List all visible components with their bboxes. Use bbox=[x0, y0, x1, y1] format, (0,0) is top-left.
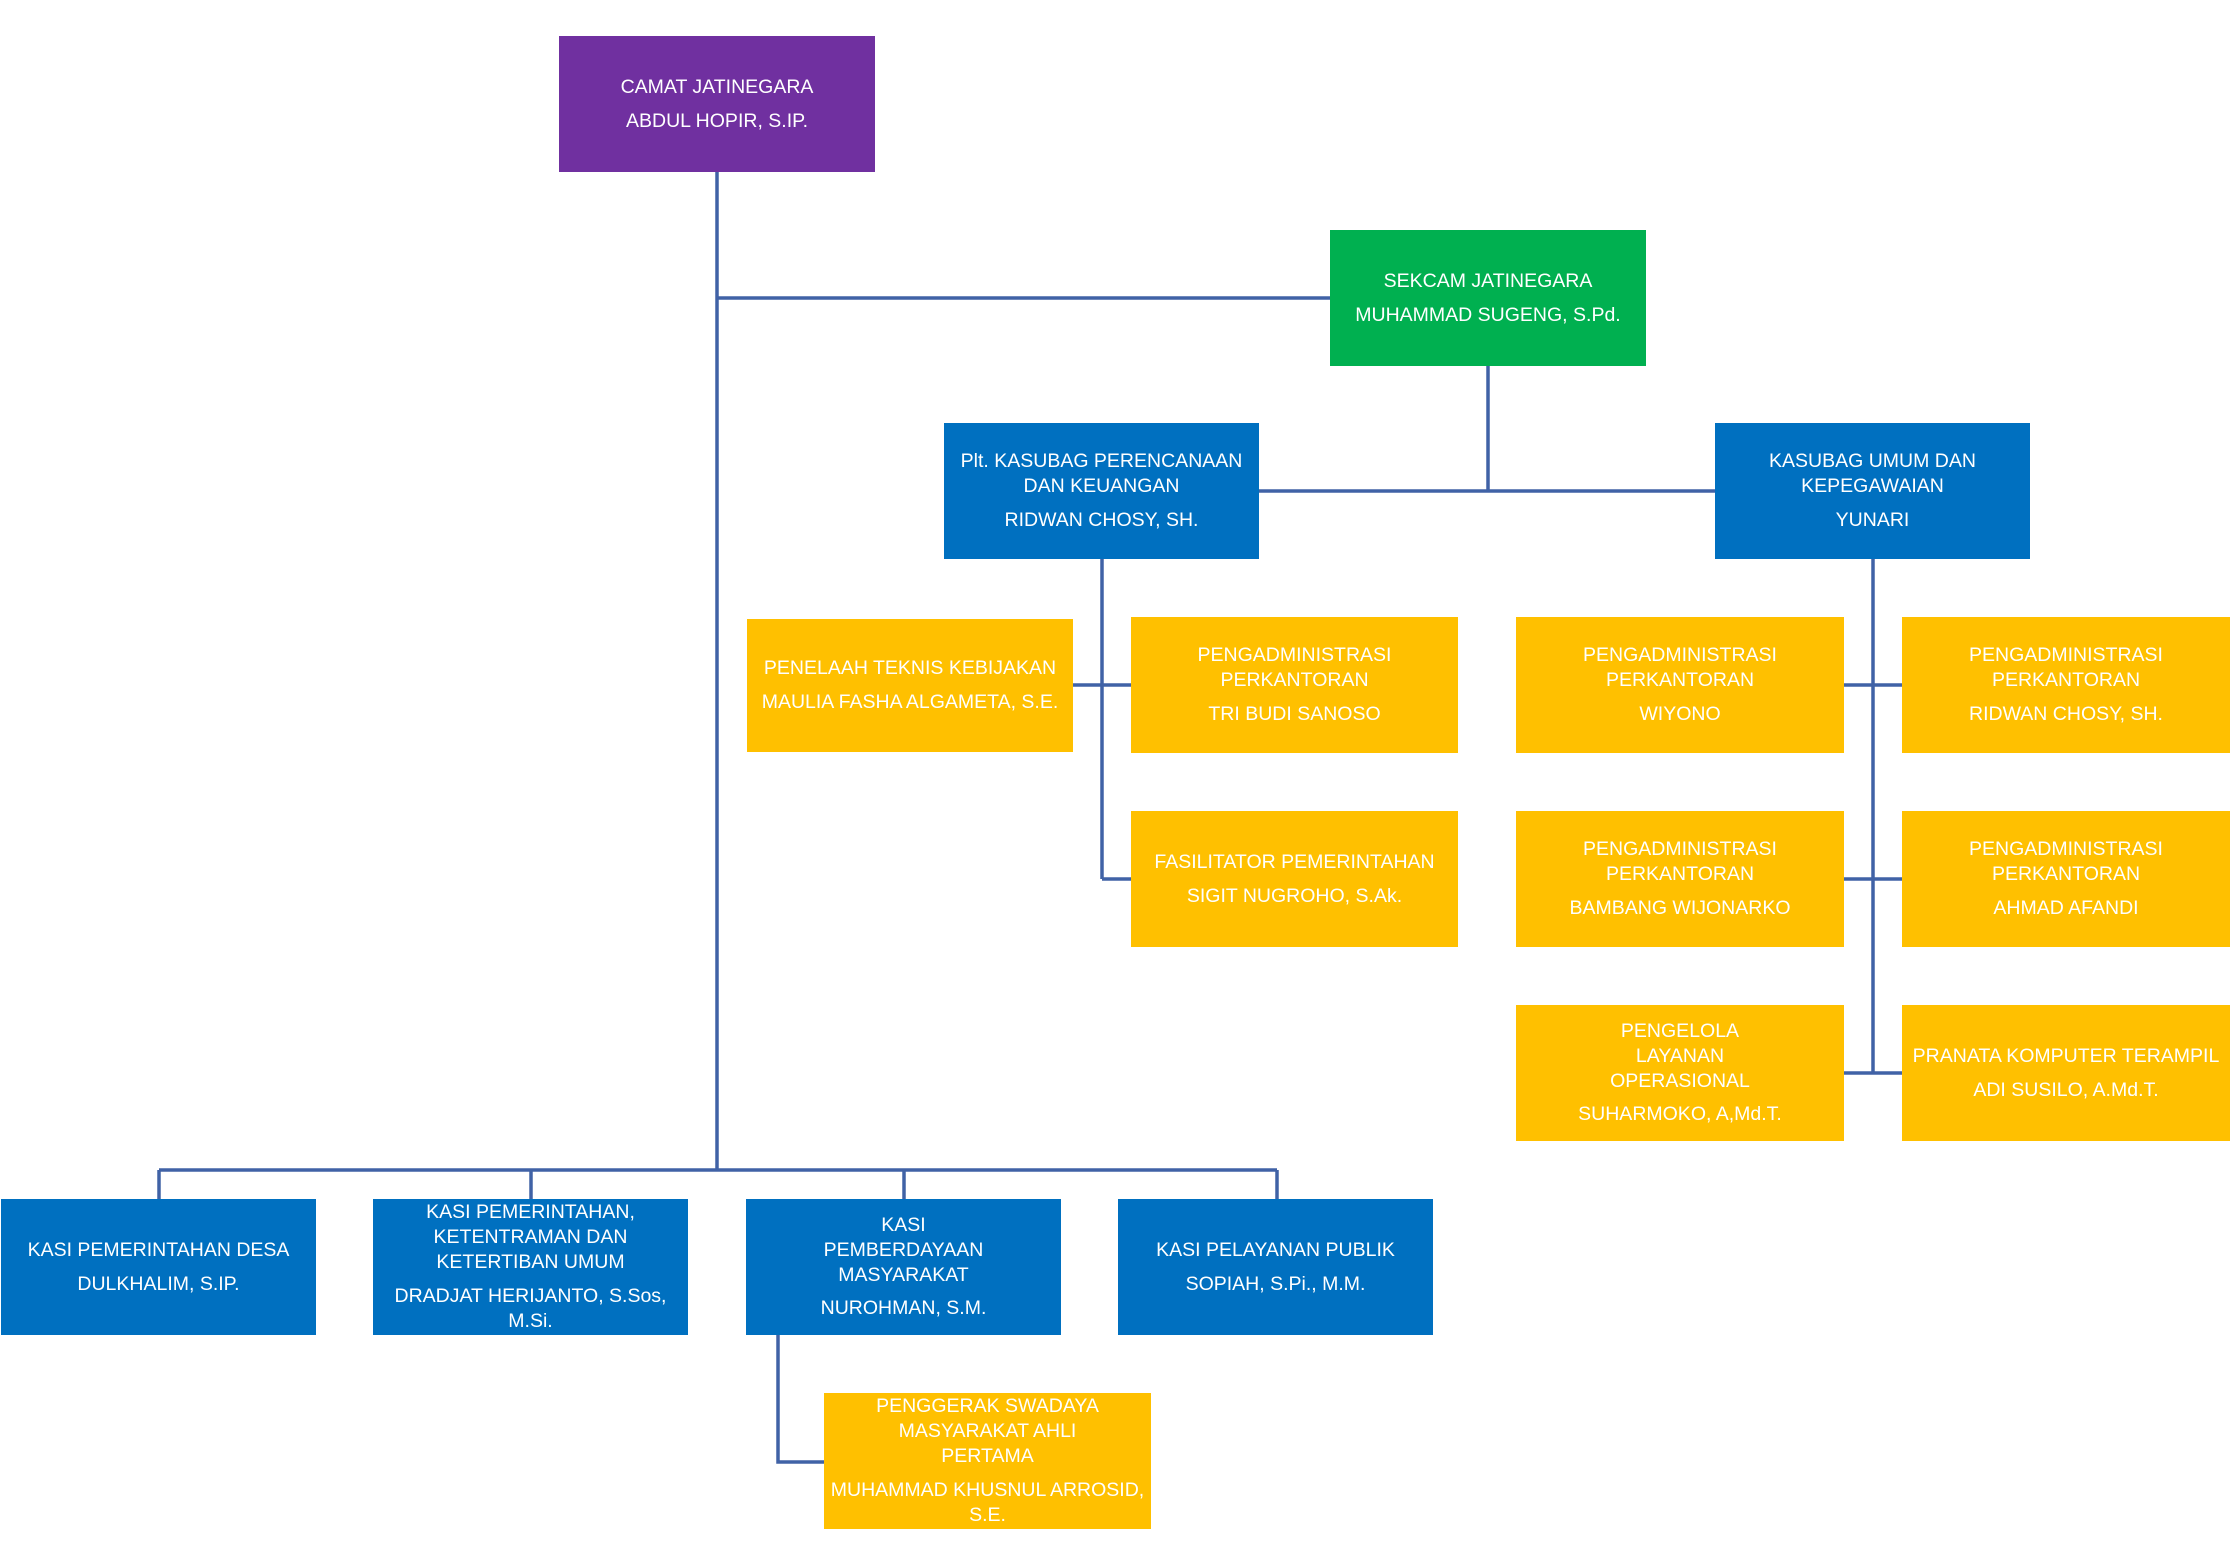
staff-name: AHMAD AFANDI bbox=[1993, 896, 2139, 919]
kasi-box-2: KASI PEMERINTAHAN, KETENTRAMAN DAN KETER… bbox=[373, 1199, 688, 1335]
staff-title: PENGADMINISTRASI PERKANTORAN bbox=[1583, 644, 1777, 692]
kasubag-umum-box: KASUBAG UMUM DAN KEPEGAWAIAN YUNARI bbox=[1715, 423, 2030, 559]
staff-title: PENGADMINISTRASI PERKANTORAN bbox=[1969, 838, 2163, 886]
sekcam-name: MUHAMMAD SUGENG, S.Pd. bbox=[1355, 303, 1621, 326]
kasubag-umum-name: YUNARI bbox=[1835, 508, 1910, 531]
staff-title: FASILITATOR PEMERINTAHAN bbox=[1154, 850, 1435, 873]
staff-title: PRANATA KOMPUTER TERAMPIL bbox=[1912, 1044, 2220, 1067]
staff-title: PENELAAH TEKNIS KEBIJAKAN bbox=[763, 657, 1057, 680]
staff-title: PENGELOLA LAYANAN OPERASIONAL bbox=[1610, 1019, 1750, 1092]
staff-name: SIGIT NUGROHO, S.Ak. bbox=[1186, 884, 1403, 907]
kasi-name: SOPIAH, S.Pi., M.M. bbox=[1185, 1272, 1366, 1295]
sekcam-box: SEKCAM JATINEGARA MUHAMMAD SUGENG, S.Pd. bbox=[1330, 230, 1646, 366]
staff-perencanaan-box-2: PENGADMINISTRASI PERKANTORAN TRI BUDI SA… bbox=[1131, 617, 1458, 753]
kasi-title: KASI PEMBERDAYAAN MASYARAKAT bbox=[823, 1213, 984, 1286]
staff-perencanaan-box-3: FASILITATOR PEMERINTAHAN SIGIT NUGROHO, … bbox=[1131, 811, 1458, 947]
camat-name: ABDUL HOPIR, S.IP. bbox=[625, 109, 809, 132]
staff-name: ADI SUSILO, A.Md.T. bbox=[1973, 1078, 2159, 1101]
kasi-name: DULKHALIM, S.IP. bbox=[77, 1272, 240, 1295]
staff-title: PENGGERAK SWADAYA MASYARAKAT AHLI PERTAM… bbox=[876, 1395, 1099, 1468]
kasubag-perencanaan-name: RIDWAN CHOSY, SH. bbox=[1004, 508, 1199, 531]
staff-name: WIYONO bbox=[1639, 702, 1721, 725]
staff-umum-box-1: PENGADMINISTRASI PERKANTORAN WIYONO bbox=[1516, 617, 1844, 753]
camat-title: CAMAT JATINEGARA bbox=[620, 75, 814, 98]
kasi-title: KASI PEMERINTAHAN DESA bbox=[27, 1238, 290, 1261]
connector-pemberdayaan-staff bbox=[776, 1335, 824, 1464]
camat-box: CAMAT JATINEGARA ABDUL HOPIR, S.IP. bbox=[559, 36, 875, 172]
kasubag-umum-title: KASUBAG UMUM DAN KEPEGAWAIAN bbox=[1769, 450, 1976, 498]
kasubag-perencanaan-title: Plt. KASUBAG PERENCANAAN DAN KEUANGAN bbox=[960, 450, 1243, 498]
staff-name: BAMBANG WIJONARKO bbox=[1569, 896, 1791, 919]
staff-umum-box-2: PENGADMINISTRASI PERKANTORAN RIDWAN CHOS… bbox=[1902, 617, 2230, 753]
kasi-name: DRADJAT HERIJANTO, S.Sos, M.Si. bbox=[394, 1284, 667, 1332]
kasi-box-3: KASI PEMBERDAYAAN MASYARAKAT NUROHMAN, S… bbox=[746, 1199, 1061, 1335]
staff-name: RIDWAN CHOSY, SH. bbox=[1969, 702, 2163, 725]
staff-name: MAULIA FASHA ALGAMETA, S.E. bbox=[761, 691, 1059, 713]
staff-umum-box-6: PRANATA KOMPUTER TERAMPIL ADI SUSILO, A.… bbox=[1902, 1005, 2230, 1141]
staff-umum-box-3: PENGADMINISTRASI PERKANTORAN BAMBANG WIJ… bbox=[1516, 811, 1844, 947]
staff-title: PENGADMINISTRASI PERKANTORAN bbox=[1583, 838, 1777, 886]
staff-name: SUHARMOKO, A,Md.T. bbox=[1578, 1103, 1782, 1126]
staff-title: PENGADMINISTRASI PERKANTORAN bbox=[1197, 644, 1392, 692]
kasi-title: KASI PELAYANAN PUBLIK bbox=[1156, 1238, 1395, 1261]
kasi-box-4: KASI PELAYANAN PUBLIK SOPIAH, S.Pi., M.M… bbox=[1118, 1199, 1433, 1335]
staff-pemberdayaan-box: PENGGERAK SWADAYA MASYARAKAT AHLI PERTAM… bbox=[824, 1393, 1151, 1529]
staff-title: PENGADMINISTRASI PERKANTORAN bbox=[1969, 644, 2163, 692]
sekcam-title: SEKCAM JATINEGARA bbox=[1383, 269, 1593, 292]
staff-name: MUHAMMAD KHUSNUL ARROSID, S.E. bbox=[830, 1478, 1145, 1526]
kasi-box-1: KASI PEMERINTAHAN DESA DULKHALIM, S.IP. bbox=[1, 1199, 316, 1335]
staff-umum-box-5: PENGELOLA LAYANAN OPERASIONAL SUHARMOKO,… bbox=[1516, 1005, 1844, 1141]
staff-umum-box-4: PENGADMINISTRASI PERKANTORAN AHMAD AFAND… bbox=[1902, 811, 2230, 947]
staff-perencanaan-box-1: PENELAAH TEKNIS KEBIJAKAN MAULIA FASHA A… bbox=[747, 619, 1073, 752]
kasubag-perencanaan-box: Plt. KASUBAG PERENCANAAN DAN KEUANGAN RI… bbox=[944, 423, 1259, 559]
staff-name: TRI BUDI SANOSO bbox=[1208, 702, 1381, 725]
kasi-name: NUROHMAN, S.M. bbox=[820, 1297, 987, 1320]
kasi-title: KASI PEMERINTAHAN, KETENTRAMAN DAN KETER… bbox=[426, 1201, 635, 1274]
